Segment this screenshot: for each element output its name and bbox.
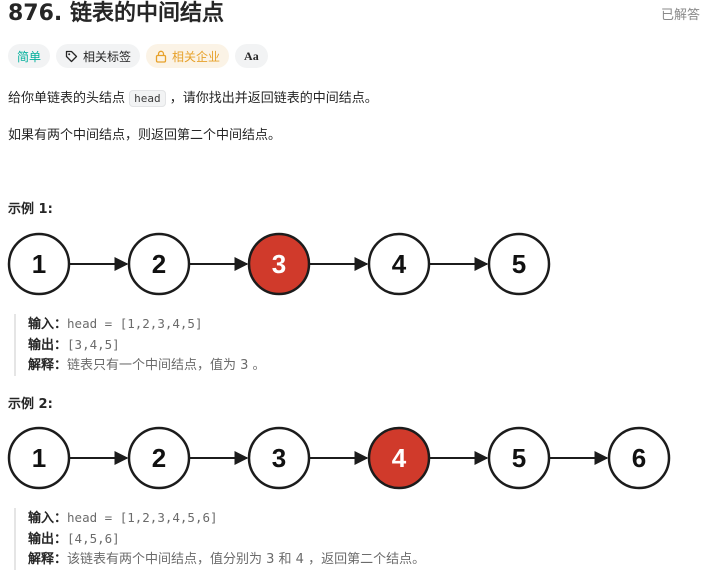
example-2-title: 示例 2:: [8, 397, 53, 412]
list-node: [7, 232, 71, 296]
related-tags-button[interactable]: 相关标签: [56, 44, 141, 68]
related-tags-label: 相关标签: [83, 49, 132, 64]
list-node-value: 3: [272, 249, 286, 279]
tag-icon: [65, 50, 78, 63]
list-node-value: 2: [152, 249, 166, 279]
difficulty-tag[interactable]: 简单: [8, 44, 51, 68]
description-text: ，请你找出并返回链表的中间结点。: [169, 91, 378, 106]
example-1-block: 输入：head = [1,2,3,4,5] 输出：[3,4,5] 解释：链表只有…: [14, 314, 266, 376]
list-node: [487, 232, 551, 296]
list-node-value: 4: [392, 443, 407, 473]
example-1-title: 示例 1:: [8, 202, 53, 217]
output-label: 输出：: [28, 532, 68, 547]
input-value: head = [1,2,3,4,5,6]: [67, 510, 218, 525]
description-line-2: 如果有两个中间结点，则返回第二个中间结点。: [8, 128, 282, 143]
solved-status: 已解答: [660, 8, 700, 23]
list-node-value: 1: [32, 443, 46, 473]
example-2-block: 输入：head = [1,2,3,4,5,6] 输出：[4,5,6] 解释：该链…: [14, 508, 425, 570]
explain-label: 解释：: [28, 358, 68, 373]
list-node: [127, 232, 191, 296]
list-node-value: 3: [272, 443, 286, 473]
lock-icon: [155, 50, 167, 63]
list-node-value: 6: [632, 443, 646, 473]
tag-bar: 简单 相关标签 相关企业 Aa: [8, 44, 268, 68]
inline-code-head: head: [129, 90, 166, 107]
example-2-diagram: 1 2 3 4 5 6: [7, 426, 671, 490]
description-line-1: 给你单链表的头结点 head ，请你找出并返回链表的中间结点。: [8, 87, 378, 107]
list-node: [487, 426, 551, 490]
input-label: 输入：: [28, 317, 68, 332]
related-companies-label: 相关企业: [172, 49, 221, 64]
example-1-diagram: 1 2 3 4 5: [7, 232, 551, 296]
list-node-value: 1: [32, 249, 46, 279]
list-node: [367, 232, 431, 296]
list-node: [7, 426, 71, 490]
list-node-value: 2: [152, 443, 166, 473]
font-icon: Aa: [244, 48, 259, 63]
middle-list-node: [367, 426, 431, 490]
list-node-value: 5: [512, 443, 526, 473]
explain-label: 解释：: [28, 552, 68, 567]
list-node: [127, 426, 191, 490]
list-node-value: 5: [512, 249, 526, 279]
output-label: 输出：: [28, 338, 68, 353]
related-companies-button[interactable]: 相关企业: [146, 44, 230, 68]
difficulty-label: 简单: [17, 49, 42, 64]
output-value: [3,4,5]: [67, 337, 120, 352]
input-label: 输入：: [28, 511, 68, 526]
input-value: head = [1,2,3,4,5]: [67, 316, 203, 331]
list-node: [247, 426, 311, 490]
font-toggle-button[interactable]: Aa: [235, 44, 268, 68]
list-node: [607, 426, 671, 490]
middle-list-node: [247, 232, 311, 296]
description-text: 给你单链表的头结点: [8, 91, 126, 106]
problem-title: 876. 链表的中间结点: [8, 1, 224, 26]
list-node-value: 4: [392, 249, 407, 279]
output-value: [4,5,6]: [67, 531, 120, 546]
explain-value: 链表只有一个中间结点，值为 3 。: [67, 358, 266, 373]
explain-value: 该链表有两个中间结点，值分别为 3 和 4 ，返回第二个结点。: [67, 552, 426, 567]
